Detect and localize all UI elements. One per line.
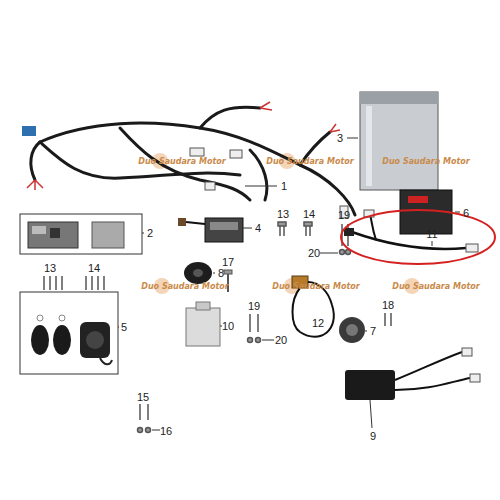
callout-number: 7 (370, 326, 376, 337)
callout-number: 20 (275, 335, 287, 346)
callout-number: 8 (218, 268, 224, 279)
callout-number: 1 (281, 181, 287, 192)
callout-number: 13 (44, 263, 56, 274)
watermark: Duo Saudara Motor (272, 283, 359, 291)
watermark: Duo Saudara Motor (392, 283, 479, 291)
callout-number: 5 (121, 322, 127, 333)
callout-number: 18 (382, 300, 394, 311)
callout-number: 14 (88, 263, 100, 274)
callout-number: 14 (303, 209, 315, 220)
callout-number: 2 (147, 228, 153, 239)
watermark: Duo Saudara Motor (141, 283, 228, 291)
watermark: Duo Saudara Motor (138, 158, 225, 166)
callout-number: 16 (160, 426, 172, 437)
callout-number: 15 (137, 392, 149, 403)
watermark: Duo Saudara Motor (266, 158, 353, 166)
callout-number: 10 (222, 321, 234, 332)
watermark: Duo Saudara Motor (382, 158, 469, 166)
callout-number: 9 (370, 431, 376, 442)
callout-number: 6 (463, 208, 469, 219)
callout-number: 19 (338, 210, 350, 221)
callout-number: 11 (426, 229, 437, 240)
callout-number: 20 (308, 248, 320, 259)
callout-number: 3 (337, 133, 343, 144)
callout-number: 13 (277, 209, 289, 220)
callout-number: 19 (248, 301, 260, 312)
callout-number: 17 (222, 257, 234, 268)
callout-number: 4 (255, 223, 261, 234)
callout-number: 12 (312, 318, 324, 329)
